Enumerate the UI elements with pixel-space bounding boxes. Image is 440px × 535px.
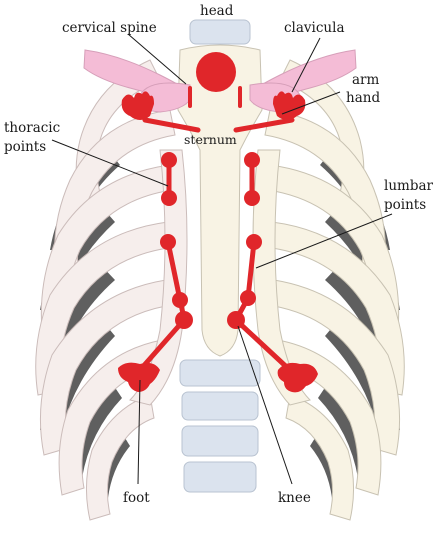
left-ribs xyxy=(35,59,176,521)
lumbar-point-r2 xyxy=(240,290,256,306)
label-arm: arm xyxy=(352,72,380,88)
label-head: head xyxy=(200,3,234,19)
lumbar-point-l1 xyxy=(160,234,176,250)
spine xyxy=(179,19,261,493)
thoracic-point-l1 xyxy=(161,152,177,168)
clavicles xyxy=(83,49,357,113)
label-lumbar-points: points xyxy=(384,197,426,213)
label-cervical-spine: cervical spine xyxy=(62,20,157,36)
leader-lines xyxy=(51,33,393,485)
label-thoracic: thoracic xyxy=(4,120,60,136)
leader-cervical xyxy=(127,33,187,85)
thoracic-point-r2 xyxy=(244,190,260,206)
arm-line-right xyxy=(233,117,295,133)
right-ribs xyxy=(264,59,405,521)
thoracic-point-l2 xyxy=(161,190,177,206)
label-clavicula: clavicula xyxy=(284,20,345,36)
leader-arm-hand xyxy=(281,91,341,115)
leader-clavicula xyxy=(291,37,321,93)
foot-left-marker xyxy=(118,362,160,392)
label-thoracic-points: points xyxy=(4,139,46,155)
knee-marker-right xyxy=(227,311,245,329)
knee-marker-left xyxy=(175,311,193,329)
arm-line-left xyxy=(142,117,201,133)
label-sternum: sternum xyxy=(184,132,237,147)
thoracic-point-r1 xyxy=(244,152,260,168)
leader-foot xyxy=(137,379,141,485)
sternum-bone xyxy=(177,44,263,357)
label-lumbar: lumbar xyxy=(384,178,434,194)
foot-right-marker xyxy=(277,362,318,393)
leader-lumbar xyxy=(255,213,393,269)
reflex-markers xyxy=(118,52,318,393)
hand-left-marker xyxy=(121,91,154,120)
head-marker xyxy=(196,52,236,92)
label-knee: knee xyxy=(278,490,311,506)
hand-right-marker xyxy=(273,91,306,120)
lumbar-point-r1 xyxy=(246,234,262,250)
labels: head cervical spine clavicula arm hand s… xyxy=(4,3,434,506)
label-hand: hand xyxy=(346,90,380,106)
leader-knee xyxy=(237,325,293,485)
lumbar-point-l2 xyxy=(172,292,188,308)
label-foot: foot xyxy=(123,490,150,506)
leader-thoracic xyxy=(51,139,169,187)
